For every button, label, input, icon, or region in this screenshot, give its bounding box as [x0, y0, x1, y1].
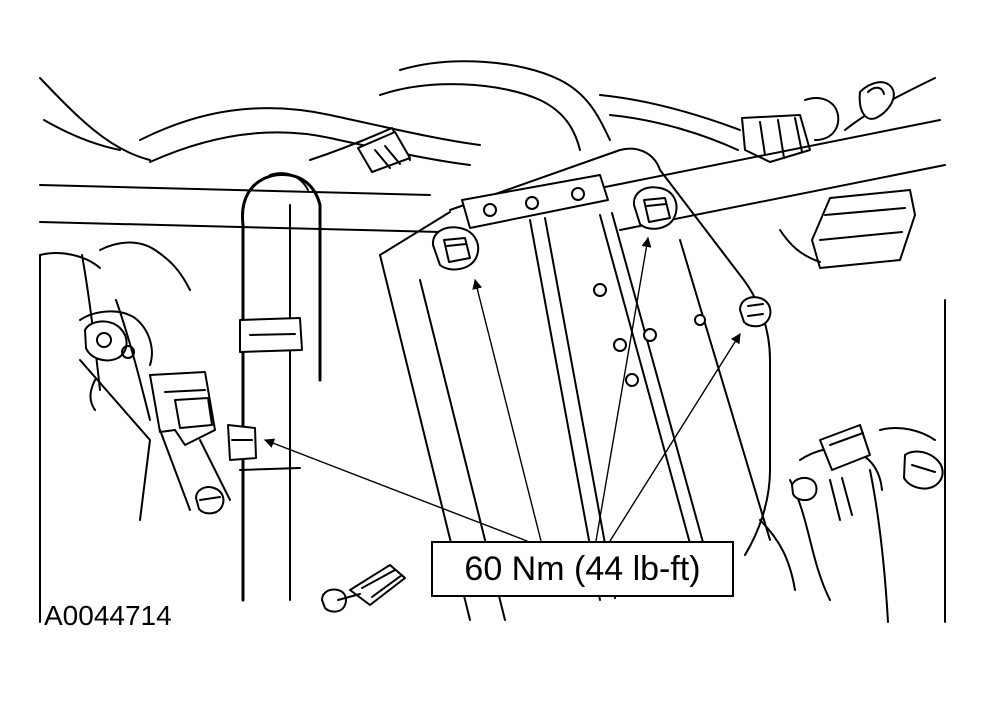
- leader-lines: [264, 237, 741, 542]
- left-vertical-hose: [239, 172, 322, 602]
- right-harness: [759, 424, 944, 601]
- left-mount: [79, 241, 191, 521]
- lower-connector: [321, 564, 406, 613]
- leader-to-bracket-arrow: [264, 438, 528, 542]
- leader-to-center-bolt-arrow: [595, 237, 652, 542]
- leader-to-right-bolt-arrow: [609, 333, 741, 542]
- figure-id: A0044714: [44, 600, 172, 631]
- bolt-right: [739, 296, 772, 328]
- torque-label: 60 Nm (44 lb-ft): [464, 549, 701, 588]
- upper-right-connector: [741, 81, 916, 269]
- upper-hoses: [139, 60, 741, 173]
- leader-to-left-bolt-arrow: [472, 279, 542, 542]
- torque-callout: 60 Nm (44 lb-ft): [431, 541, 734, 597]
- bolt-upper-center: [632, 186, 678, 230]
- bolt-left: [431, 226, 480, 271]
- left-bracket: [149, 371, 257, 515]
